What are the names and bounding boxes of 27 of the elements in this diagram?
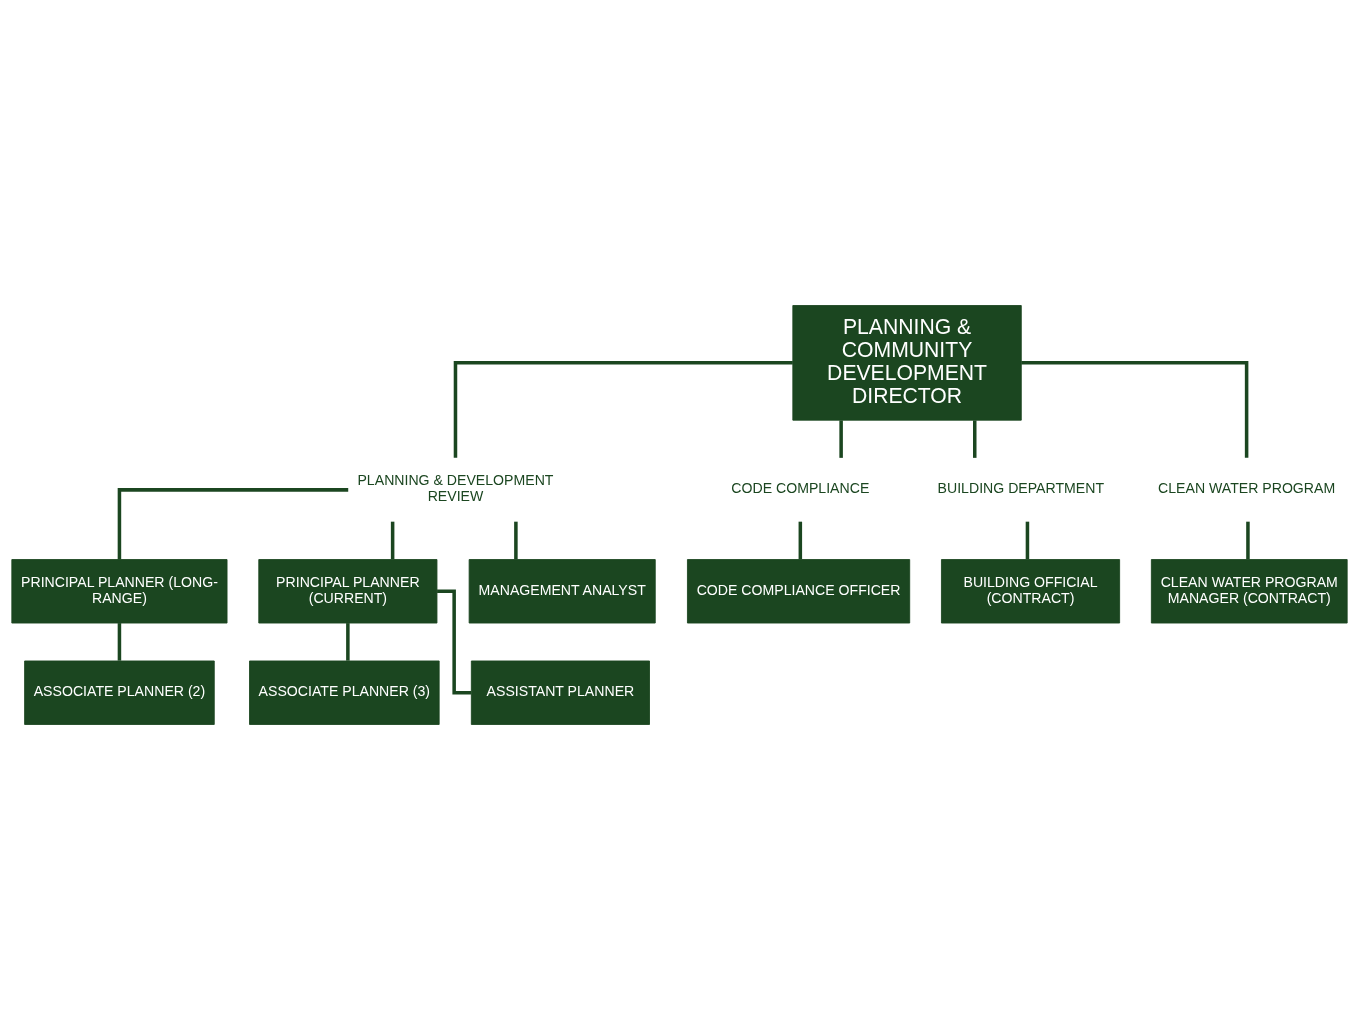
connector: [1021, 361, 1249, 458]
node-text: BUILDING DEPARTMENT: [937, 480, 1105, 497]
node-box: CODE COMPLIANCE OFFICER: [687, 559, 911, 624]
connector: [437, 589, 472, 695]
connector: [117, 488, 349, 560]
node-text: CODE COMPLIANCE: [731, 480, 870, 497]
node-box: CLEAN WATER PROGRAM MANAGER (CONTRACT): [1150, 559, 1348, 624]
node-box: PRINCIPAL PLANNER (CURRENT): [258, 559, 438, 624]
connector: [346, 623, 350, 661]
connector: [798, 521, 803, 560]
node-box: ASSISTANT PLANNER: [470, 660, 650, 725]
connector: [839, 420, 843, 458]
node-box: ASSOCIATE PLANNER (3): [249, 660, 440, 725]
node-box: ASSOCIATE PLANNER (2): [24, 660, 215, 725]
connector: [514, 521, 518, 560]
connector: [453, 361, 793, 458]
node-box: PLANNING & COMMUNITY DEVELOPMENT DIRECTOR: [792, 305, 1022, 421]
node-box: PRINCIPAL PLANNER (LONG-RANGE): [11, 559, 228, 624]
connector: [117, 623, 122, 661]
connector: [1246, 521, 1250, 560]
node-text: CLEAN WATER PROGRAM: [1158, 480, 1336, 497]
connector: [390, 521, 395, 560]
connector: [973, 420, 977, 458]
node-box: MANAGEMENT ANALYST: [468, 559, 656, 624]
node-box: BUILDING OFFICIAL (CONTRACT): [941, 559, 1121, 624]
node-text: PLANNING & DEVELOPMENT REVIEW: [357, 472, 554, 505]
connector: [1025, 521, 1030, 560]
